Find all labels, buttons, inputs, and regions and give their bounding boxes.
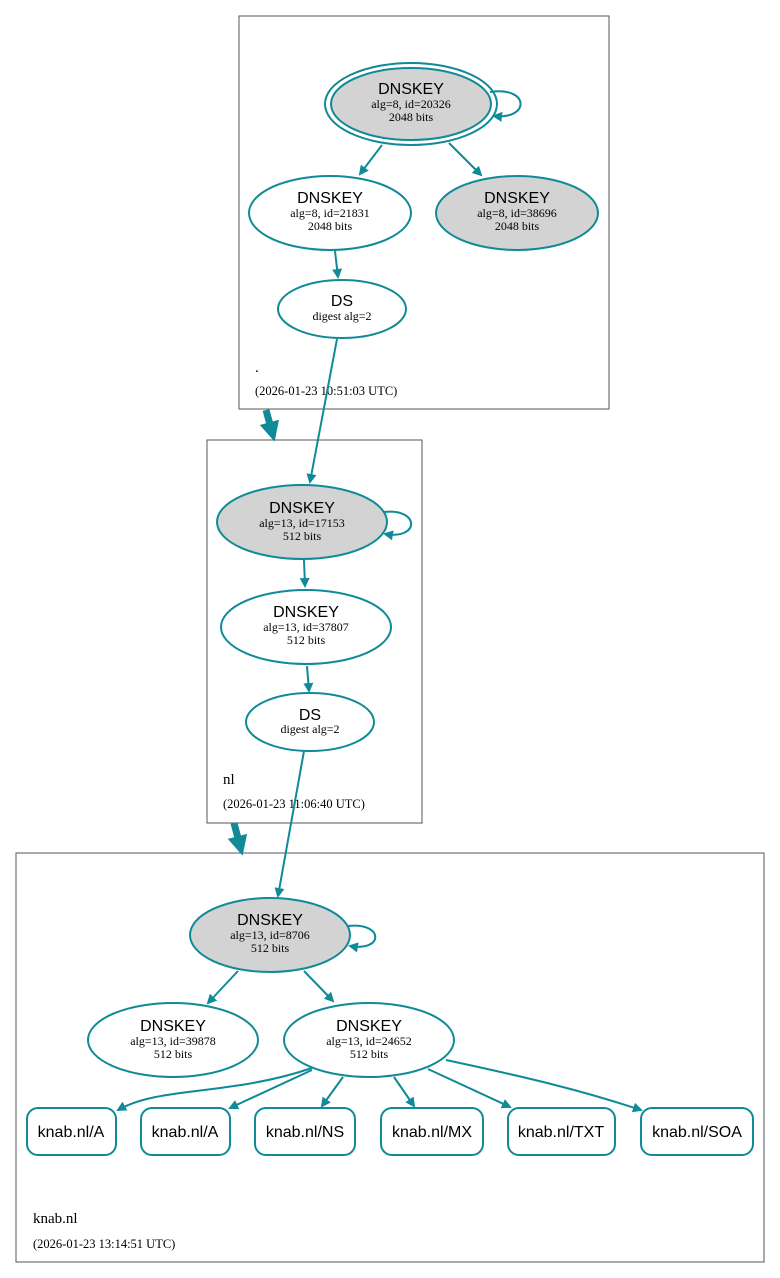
node-root-ksk2[interactable]: DNSKEY alg=8, id=38696 2048 bits	[435, 175, 599, 251]
edge-root-ds-to-nl-ksk	[306, 338, 338, 484]
rrset-txt-shape	[507, 1107, 616, 1156]
rrset-txt-label: knab.nl/TXT	[518, 1124, 604, 1141]
rrset-mx-shape	[380, 1107, 484, 1156]
node-knab-key1[interactable]: DNSKEY alg=13, id=39878 512 bits	[87, 1002, 259, 1078]
node-knab-ksk-line1: alg=13, id=8706	[230, 928, 310, 942]
node-knab-ksk[interactable]: DNSKEY alg=13, id=8706 512 bits	[189, 897, 351, 973]
edge-root-zsk-to-ds	[332, 250, 343, 279]
node-nl-ksk-shape	[216, 484, 388, 560]
self-sign-knab-ksk	[347, 924, 377, 953]
rrset-a-1-label: knab.nl/A	[38, 1124, 105, 1141]
node-root-ksk-line1: alg=8, id=20326	[371, 97, 451, 111]
node-root-zsk[interactable]: DNSKEY alg=8, id=21831 2048 bits	[248, 175, 412, 251]
rrset-ns[interactable]: knab.nl/NS	[254, 1107, 356, 1156]
node-knab-key1-title: DNSKEY	[140, 1018, 206, 1035]
self-sign-nl-ksk	[383, 510, 412, 541]
node-root-ksk-line2: 2048 bits	[389, 110, 434, 124]
node-root-zsk-line2: 2048 bits	[308, 219, 353, 233]
node-nl-ds-shape	[245, 692, 375, 752]
edge-nl-ds-to-knab-ksk	[274, 750, 305, 898]
node-nl-ksk-title: DNSKEY	[269, 500, 335, 517]
zone-root-name: .	[255, 360, 259, 376]
node-knab-zsk-line2: 512 bits	[350, 1047, 389, 1061]
node-knab-key1-line1: alg=13, id=39878	[130, 1034, 216, 1048]
rrset-soa[interactable]: knab.nl/SOA	[640, 1107, 754, 1156]
edge-nl-ksk-to-zsk	[299, 559, 310, 588]
rrset-txt[interactable]: knab.nl/TXT	[507, 1107, 616, 1156]
rrset-ns-shape	[254, 1107, 356, 1156]
node-nl-ds-line1: digest alg=2	[280, 722, 339, 736]
zone-nl-name: nl	[223, 772, 235, 788]
node-root-ksk2-title: DNSKEY	[484, 190, 550, 207]
node-knab-ksk-line2: 512 bits	[251, 941, 290, 955]
node-root-ksk-shape	[330, 67, 492, 141]
delegation-arrow-root-nl	[259, 409, 280, 442]
edge-zsk-to-rr-a2	[228, 1069, 313, 1110]
node-root-ksk-outer-ring	[324, 62, 498, 146]
rrset-a-1-shape	[26, 1107, 117, 1156]
node-root-ds-shape	[277, 279, 407, 339]
node-knab-key1-line2: 512 bits	[154, 1047, 193, 1061]
delegation-arrow-nl-knab	[227, 822, 248, 856]
node-nl-zsk-title: DNSKEY	[273, 604, 339, 621]
edge-knab-ksk-to-zsk	[303, 970, 335, 1003]
rrset-a-1[interactable]: knab.nl/A	[26, 1107, 117, 1156]
edge-nl-zsk-to-ds	[303, 665, 314, 693]
node-knab-zsk-line1: alg=13, id=24652	[326, 1034, 412, 1048]
node-knab-ksk-title: DNSKEY	[237, 912, 303, 929]
node-root-ksk2-line1: alg=8, id=38696	[477, 206, 557, 220]
node-root-ksk[interactable]: DNSKEY alg=8, id=20326 2048 bits	[324, 62, 498, 146]
rrset-soa-label: knab.nl/SOA	[652, 1124, 742, 1141]
rrset-mx[interactable]: knab.nl/MX	[380, 1107, 484, 1156]
node-root-zsk-title: DNSKEY	[297, 190, 363, 207]
self-sign-root-ksk	[489, 90, 522, 122]
node-nl-zsk-line1: alg=13, id=37807	[263, 620, 349, 634]
node-nl-zsk-line2: 512 bits	[287, 633, 326, 647]
node-nl-zsk[interactable]: DNSKEY alg=13, id=37807 512 bits	[220, 589, 392, 665]
node-knab-zsk-shape	[283, 1002, 455, 1078]
node-root-ds-line1: digest alg=2	[312, 309, 371, 323]
node-nl-ksk-line2: 512 bits	[283, 529, 322, 543]
edge-root-ksk-to-ksk2	[448, 142, 483, 177]
node-knab-zsk[interactable]: DNSKEY alg=13, id=24652 512 bits	[283, 1002, 455, 1078]
rrset-ns-label: knab.nl/NS	[266, 1124, 344, 1141]
rrset-a-2-label: knab.nl/A	[152, 1124, 219, 1141]
node-root-zsk-line1: alg=8, id=21831	[290, 206, 370, 220]
node-nl-ds-title: DS	[299, 707, 321, 724]
node-nl-ds[interactable]: DS digest alg=2	[245, 692, 375, 752]
node-knab-zsk-title: DNSKEY	[336, 1018, 402, 1035]
edge-zsk-to-rr-a1	[116, 1067, 313, 1111]
zone-knab-name: knab.nl	[33, 1211, 78, 1227]
rrset-a-2[interactable]: knab.nl/A	[140, 1107, 231, 1156]
node-nl-zsk-shape	[220, 589, 392, 665]
edge-zsk-to-rr-txt	[427, 1068, 512, 1109]
rrset-a-2-shape	[140, 1107, 231, 1156]
node-root-zsk-shape	[248, 175, 412, 251]
node-root-ds[interactable]: DS digest alg=2	[277, 279, 407, 339]
edge-zsk-to-rr-mx	[393, 1076, 416, 1108]
edge-zsk-to-rr-soa	[445, 1059, 643, 1113]
edge-root-ksk-to-zsk	[358, 144, 383, 176]
node-knab-ksk-shape	[189, 897, 351, 973]
node-nl-ksk[interactable]: DNSKEY alg=13, id=17153 512 bits	[216, 484, 388, 560]
node-root-ksk-title: DNSKEY	[378, 81, 444, 98]
edge-zsk-to-rr-ns	[320, 1076, 344, 1108]
node-root-ksk2-line2: 2048 bits	[495, 219, 540, 233]
node-root-ds-title: DS	[331, 293, 353, 310]
node-root-ksk2-shape	[435, 175, 599, 251]
rrset-soa-shape	[640, 1107, 754, 1156]
node-nl-ksk-line1: alg=13, id=17153	[259, 516, 345, 530]
edge-knab-ksk-to-key1	[206, 970, 239, 1005]
node-knab-key1-shape	[87, 1002, 259, 1078]
rrset-mx-label: knab.nl/MX	[392, 1124, 472, 1141]
zone-knab-timestamp: (2026-01-23 13:14:51 UTC)	[33, 1237, 175, 1251]
